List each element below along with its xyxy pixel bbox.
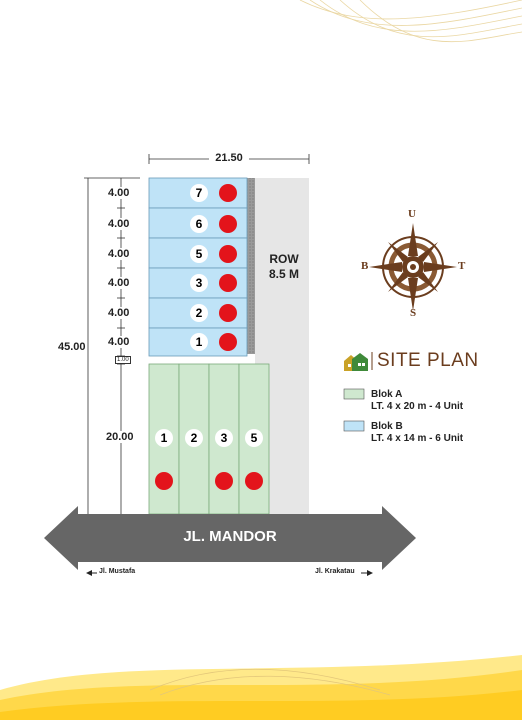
row-label: ROW 8.5 M bbox=[268, 252, 299, 281]
unit-number: 6 bbox=[195, 217, 203, 231]
unit-number: 5 bbox=[195, 247, 203, 261]
dimension-length-label: 45.00 bbox=[58, 341, 86, 353]
row-hatch-upper bbox=[247, 178, 255, 354]
compass-north: U bbox=[408, 208, 416, 220]
site-plan-title: SITE PLAN bbox=[377, 350, 479, 371]
compass-east: T bbox=[458, 260, 466, 272]
road-name: JL. MANDOR bbox=[183, 528, 277, 545]
row-dimension-label: 4.00 bbox=[108, 277, 130, 289]
legend-item-blok-a: Blok A LT. 4 x 20 m - 4 Unit bbox=[371, 389, 464, 412]
road-right-label: Jl. Krakatau bbox=[315, 568, 355, 575]
house-icon bbox=[344, 353, 368, 371]
direction-arrows bbox=[86, 570, 373, 576]
row-dimension-label: 4.00 bbox=[108, 187, 130, 199]
unit-number: 5 bbox=[250, 431, 258, 445]
road-arrow bbox=[44, 506, 416, 570]
legend-swatch-blok-b bbox=[343, 420, 365, 432]
unit-number: 2 bbox=[195, 306, 203, 320]
blok-b-dots bbox=[219, 184, 237, 351]
blok-b-number-circles bbox=[190, 184, 208, 351]
row-dimension-label: 4.00 bbox=[108, 218, 130, 230]
row-dimension-label: 4.00 bbox=[108, 307, 130, 319]
unit-number: 3 bbox=[220, 431, 228, 445]
legend-swatch-blok-a bbox=[343, 388, 365, 400]
row-area bbox=[271, 178, 309, 514]
blok-b-rows bbox=[148, 177, 248, 357]
unit-number: 1 bbox=[160, 431, 168, 445]
compass-south: S bbox=[410, 307, 417, 319]
legend-item-blok-b: Blok B LT. 4 x 14 m - 6 Unit bbox=[371, 421, 464, 444]
blok-a-length-label: 20.00 bbox=[106, 431, 134, 443]
unit-number: 3 bbox=[195, 276, 203, 290]
compass-rose bbox=[369, 223, 457, 311]
unit-number: 1 bbox=[195, 335, 203, 349]
blok-a-number-circles bbox=[155, 429, 263, 447]
row-dimension-label: 4.00 bbox=[108, 248, 130, 260]
blok-a-dots bbox=[155, 472, 263, 490]
unit-number: 7 bbox=[195, 186, 203, 200]
unit-number: 2 bbox=[190, 431, 198, 445]
dimension-width-label: 21.50 bbox=[209, 152, 249, 164]
road-left-label: Jl. Mustafa bbox=[99, 568, 136, 575]
compass-west: B bbox=[361, 260, 369, 272]
gap-dimension-label: 1.00 bbox=[115, 356, 131, 364]
row-dimension-label: 4.00 bbox=[108, 336, 130, 348]
